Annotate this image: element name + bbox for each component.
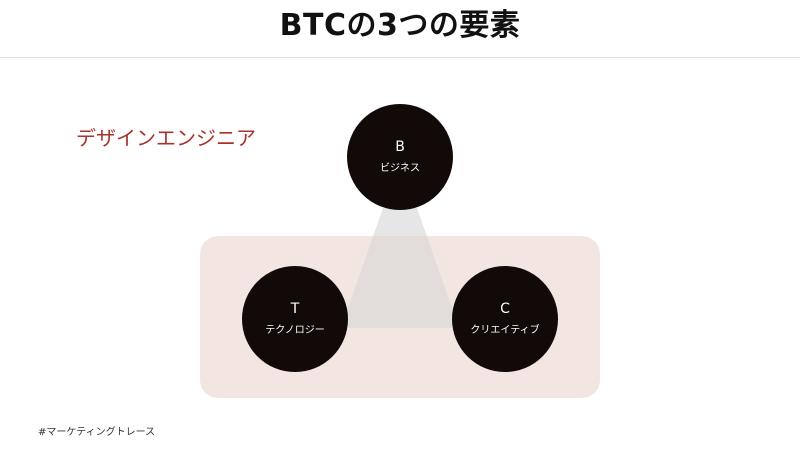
page-title: BTCの3つの要素: [279, 8, 521, 43]
node-technology: T テクノロジー: [242, 266, 348, 372]
node-creative-label: クリエイティブ: [470, 325, 540, 336]
connector-triangle-shape: [341, 208, 459, 328]
node-business: B ビジネス: [347, 104, 453, 210]
footer-hashtag: #マーケティングトレース: [38, 427, 156, 438]
title-divider: [0, 57, 800, 58]
role-label: デザインエンジニア: [76, 126, 256, 150]
node-business-label: ビジネス: [380, 163, 420, 174]
node-creative-letter: C: [500, 301, 510, 317]
node-creative: C クリエイティブ: [452, 266, 558, 372]
node-business-letter: B: [395, 139, 405, 155]
node-technology-label: テクノロジー: [265, 325, 325, 336]
node-technology-letter: T: [290, 301, 300, 317]
